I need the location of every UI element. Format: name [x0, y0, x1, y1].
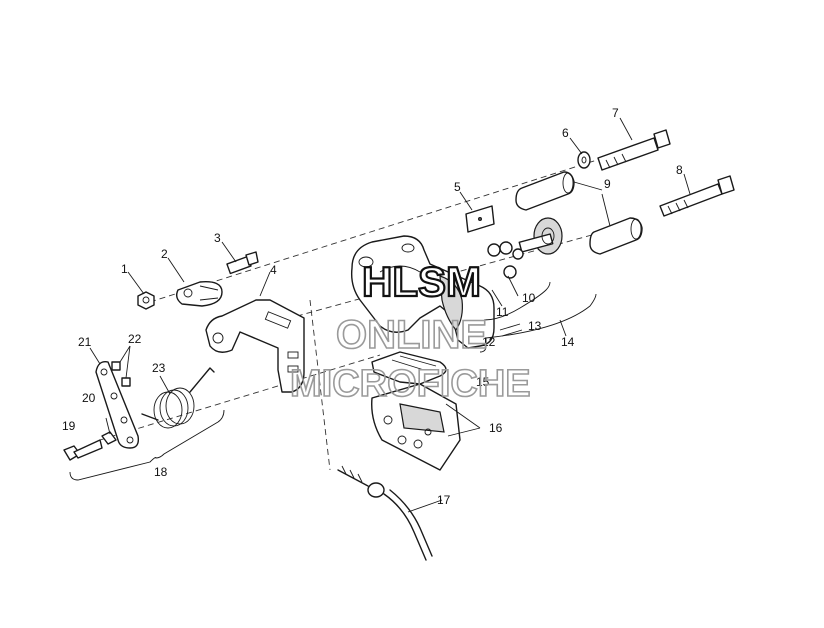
callout-16: 16	[489, 421, 503, 435]
part-21-lever	[95, 361, 140, 449]
callout-14: 14	[561, 335, 575, 349]
callout-9: 9	[604, 177, 611, 191]
callout-1: 1	[121, 262, 128, 276]
callout-4: 4	[270, 263, 277, 277]
callout-22: 22	[128, 332, 142, 346]
part-20-nut	[101, 417, 117, 445]
callout-17: 17	[437, 493, 451, 507]
part-19-bolt	[63, 439, 103, 461]
callout-8: 8	[676, 163, 683, 177]
part-6-washer	[577, 151, 591, 169]
group-brace-12	[483, 281, 551, 321]
callout-15: 15	[476, 375, 490, 389]
group-brace-18	[69, 409, 225, 481]
part-2-clevis	[175, 281, 223, 307]
part-16-pads	[371, 383, 461, 471]
watermark: HLSM ONLINE MICROFICHE	[289, 257, 531, 406]
part-5-shim	[465, 205, 495, 233]
callout-23: 23	[152, 361, 166, 375]
caliper-body	[350, 235, 495, 349]
part-1-nut	[137, 291, 155, 310]
part-15-pad	[371, 351, 447, 385]
watermark-line-2: ONLINE	[336, 313, 487, 357]
watermark-line-3: MICROFICHE	[290, 363, 531, 405]
part-17-cable	[337, 465, 433, 561]
leader-lines	[89, 117, 691, 513]
piston	[518, 217, 563, 255]
part-9-sleeve-lower	[589, 217, 643, 255]
group-brace-14	[479, 293, 597, 353]
callout-21: 21	[78, 335, 92, 349]
part-8-long-bolt	[659, 175, 735, 217]
part-7-long-bolt	[597, 129, 671, 171]
callout-6: 6	[562, 126, 569, 140]
part-3-bolt	[226, 251, 259, 275]
part-23-spring	[141, 367, 215, 429]
callout-18: 18	[154, 465, 168, 479]
callout-19: 19	[62, 419, 76, 433]
callout-20: 20	[82, 391, 96, 405]
callout-labels: 1 2 3 4 5 6 7 8 9 10 11 12 13 14 15 16 1…	[62, 106, 683, 507]
callout-12: 12	[482, 335, 496, 349]
callout-5: 5	[454, 180, 461, 194]
part-13-clip	[499, 323, 523, 337]
callout-13: 13	[528, 319, 542, 333]
part-10-balls	[487, 241, 524, 279]
watermark-line-1: HLSM	[362, 258, 481, 305]
callout-11: 11	[496, 305, 509, 319]
callout-2: 2	[161, 247, 168, 261]
callout-3: 3	[214, 231, 221, 245]
part-4-bracket	[205, 299, 305, 393]
part-9-sleeve-upper	[515, 171, 575, 211]
callout-7: 7	[612, 106, 619, 120]
callout-10: 10	[522, 291, 536, 305]
